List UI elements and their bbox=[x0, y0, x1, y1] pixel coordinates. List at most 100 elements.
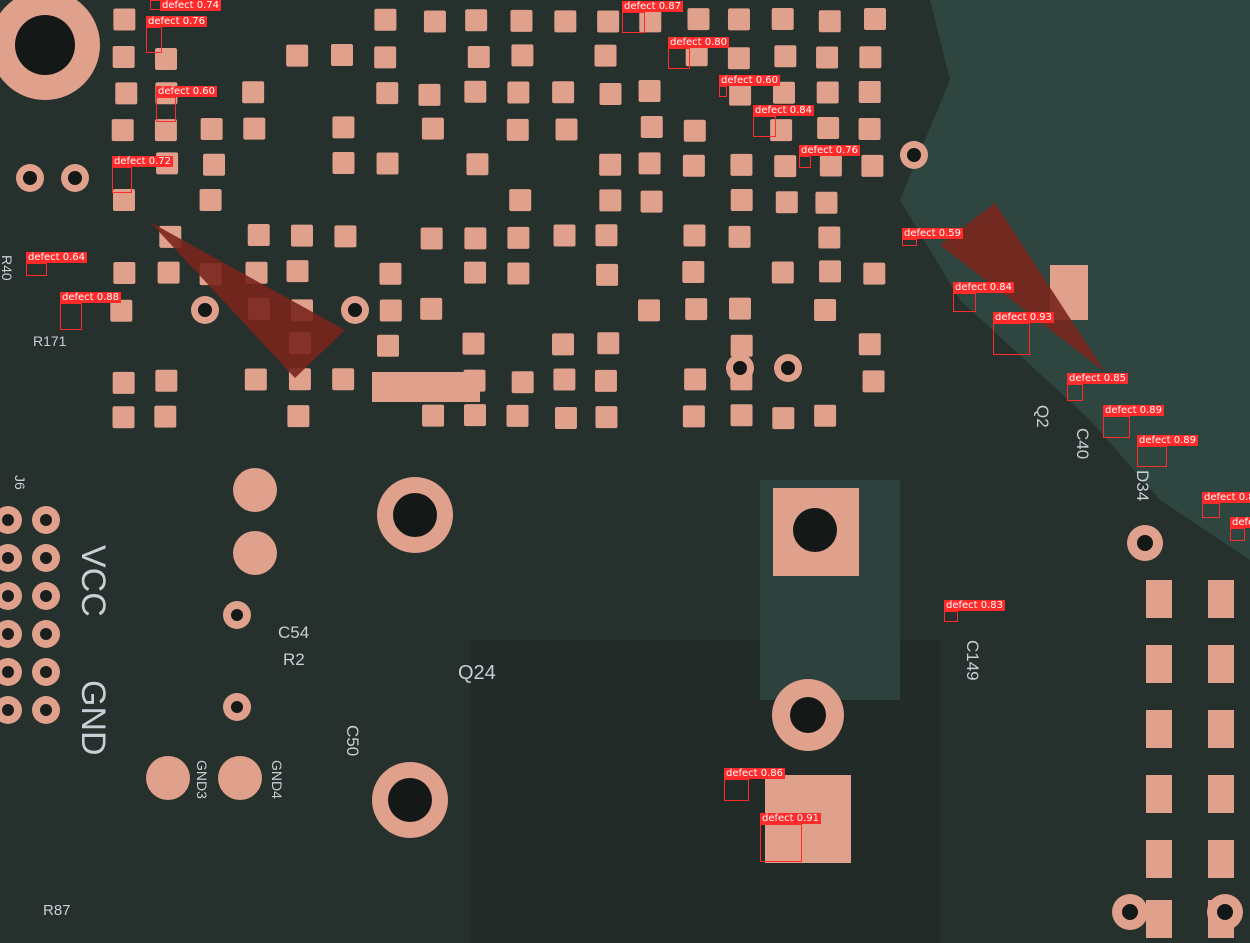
pin-hole bbox=[2, 552, 14, 564]
pad bbox=[599, 83, 622, 106]
pad bbox=[334, 225, 357, 248]
silk-j6: J6 bbox=[12, 475, 28, 490]
pad bbox=[332, 368, 355, 391]
defect-bounding-box bbox=[146, 27, 162, 53]
via-hole bbox=[15, 15, 75, 75]
defect-label: defect 0.93 bbox=[993, 312, 1055, 323]
pad bbox=[155, 47, 178, 70]
defect-bounding-box bbox=[944, 611, 958, 622]
silk-gnd3: GND3 bbox=[194, 760, 210, 799]
via-hole bbox=[231, 609, 243, 621]
defect-label: defect 0.89 bbox=[1137, 435, 1199, 446]
pad bbox=[286, 44, 309, 67]
pad bbox=[421, 117, 444, 140]
pad bbox=[552, 333, 575, 356]
pad bbox=[730, 189, 753, 212]
pad bbox=[599, 153, 622, 176]
defect-label: defect 0.74 bbox=[160, 0, 222, 11]
defect-label: defect 0.72 bbox=[112, 156, 174, 167]
pad bbox=[595, 406, 618, 429]
pad bbox=[682, 405, 705, 428]
pad bbox=[682, 154, 705, 177]
pin-hole bbox=[40, 514, 52, 526]
via-hole bbox=[198, 303, 212, 317]
pad bbox=[466, 153, 489, 176]
silk-c40: C40 bbox=[1073, 428, 1092, 460]
defect-label: defect 0.84 bbox=[753, 105, 815, 116]
pad bbox=[376, 152, 399, 175]
via-hole bbox=[733, 361, 747, 375]
pad bbox=[596, 263, 619, 286]
silk-q2: Q2 bbox=[1033, 405, 1052, 428]
silk-vcc: VCC bbox=[74, 545, 112, 617]
pin-hole bbox=[2, 704, 14, 716]
via-ring bbox=[146, 756, 190, 800]
pad bbox=[858, 81, 881, 104]
via-hole bbox=[907, 148, 921, 162]
pad bbox=[112, 406, 135, 429]
pin-hole bbox=[2, 590, 14, 602]
pin-hole bbox=[40, 628, 52, 640]
pad bbox=[771, 261, 794, 284]
pad bbox=[775, 191, 798, 214]
pad bbox=[464, 261, 487, 284]
pad bbox=[684, 368, 707, 391]
pad bbox=[112, 188, 135, 211]
pad-large bbox=[372, 372, 480, 402]
via-hole bbox=[68, 171, 82, 185]
pad bbox=[594, 44, 617, 67]
silk-gnd4: GND4 bbox=[269, 760, 285, 799]
defect-label: defect 0.59 bbox=[902, 228, 964, 239]
defect-label: defect 0.83 bbox=[944, 600, 1006, 611]
pad bbox=[683, 119, 706, 142]
pad bbox=[727, 8, 750, 31]
pad bbox=[420, 227, 443, 250]
pad bbox=[113, 261, 136, 284]
pin-hole bbox=[40, 704, 52, 716]
pad bbox=[554, 10, 577, 33]
silk-c149: C149 bbox=[963, 640, 982, 681]
pad bbox=[814, 298, 837, 321]
pin-hole bbox=[2, 628, 14, 640]
via-hole bbox=[781, 361, 795, 375]
pad bbox=[203, 153, 226, 176]
pad bbox=[729, 83, 752, 106]
via-hole bbox=[1122, 904, 1138, 920]
pad bbox=[858, 333, 881, 356]
pad bbox=[154, 405, 177, 428]
pad bbox=[506, 118, 529, 141]
pad bbox=[374, 8, 397, 31]
pad bbox=[507, 226, 530, 249]
pad bbox=[858, 117, 881, 140]
silk-c54: C54 bbox=[278, 623, 310, 642]
pad bbox=[423, 10, 446, 33]
pad bbox=[772, 81, 795, 104]
pad bbox=[154, 119, 177, 142]
defect-bounding-box bbox=[622, 12, 645, 33]
defect-bounding-box bbox=[60, 303, 82, 330]
pad bbox=[463, 404, 486, 427]
pad bbox=[728, 225, 751, 248]
marker-triangle bbox=[940, 203, 1105, 372]
pad bbox=[379, 299, 402, 322]
pad bbox=[814, 404, 837, 427]
defect-label: defect 0.87 bbox=[622, 1, 684, 12]
pad bbox=[555, 118, 578, 141]
pad bbox=[728, 297, 751, 320]
pad bbox=[772, 407, 795, 430]
pad bbox=[1146, 775, 1172, 813]
pad bbox=[730, 404, 753, 427]
defect-bounding-box bbox=[993, 323, 1030, 355]
via-hole bbox=[393, 493, 437, 537]
pad bbox=[861, 154, 884, 177]
defect-bounding-box bbox=[1202, 503, 1220, 518]
pad bbox=[376, 82, 399, 105]
defect-bounding-box bbox=[668, 48, 690, 69]
pad bbox=[112, 46, 135, 69]
pad bbox=[554, 406, 577, 429]
pad bbox=[376, 334, 399, 357]
pad bbox=[420, 297, 443, 320]
defect-label: defe bbox=[1230, 517, 1250, 528]
pad bbox=[730, 153, 753, 176]
